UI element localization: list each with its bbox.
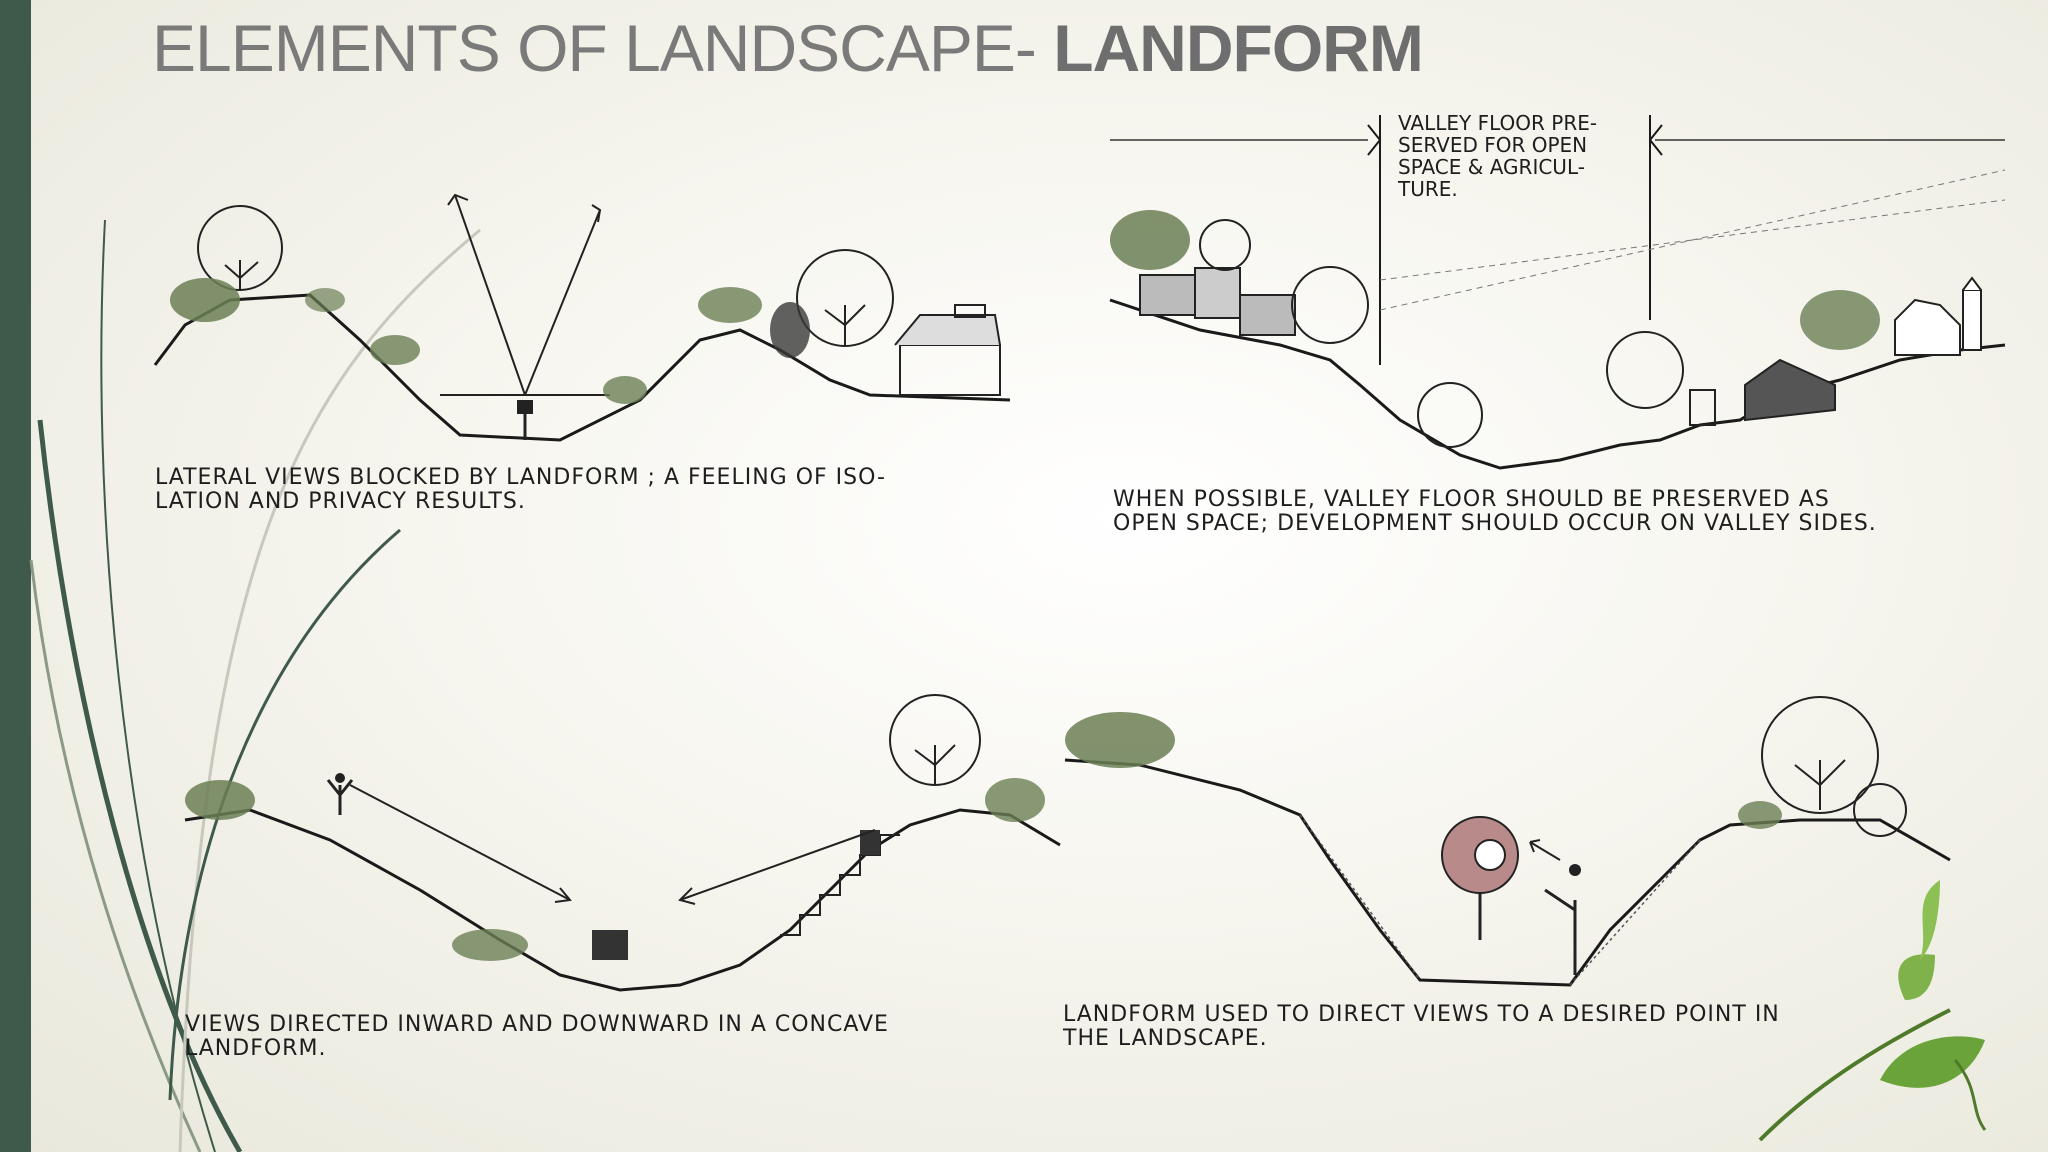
valley-label-line-3: SPACE & AGRICUL- bbox=[1398, 155, 1585, 179]
caption-top-right-line-2: OPEN SPACE; DEVELOPMENT SHOULD OCCUR ON … bbox=[1113, 511, 1877, 536]
caption-top-right: WHEN POSSIBLE, VALLEY FLOOR SHOULD BE PR… bbox=[1113, 488, 1877, 536]
caption-top-left-line-2: LATION AND PRIVACY RESULTS. bbox=[155, 489, 526, 514]
valley-label-line-2: SERVED FOR OPEN bbox=[1398, 133, 1588, 157]
title-emphasis: LANDFORM bbox=[1053, 11, 1424, 85]
valley-label-line-1: VALLEY FLOOR PRE- bbox=[1398, 111, 1598, 135]
caption-top-right-line-1: WHEN POSSIBLE, VALLEY FLOOR SHOULD BE PR… bbox=[1113, 487, 1830, 512]
sketch-top-right-illustration bbox=[1109, 115, 2006, 470]
caption-bottom-right: LANDFORM USED TO DIRECT VIEWS TO A DESIR… bbox=[1063, 1003, 1780, 1051]
title-prefix: ELEMENTS OF LANDSCAPE- bbox=[152, 11, 1054, 85]
sketch-top-left-illustration bbox=[153, 193, 1011, 442]
caption-top-left: LATERAL VIEWS BLOCKED BY LANDFORM ; A FE… bbox=[155, 466, 886, 514]
slide-title: ELEMENTS OF LANDSCAPE- LANDFORM bbox=[152, 10, 1424, 86]
caption-top-left-line-1: LATERAL VIEWS BLOCKED BY LANDFORM ; A FE… bbox=[155, 465, 886, 490]
side-accent-bar bbox=[0, 0, 31, 1152]
caption-bottom-right-line-2: THE LANDSCAPE. bbox=[1063, 1026, 1268, 1051]
caption-bottom-left-line-1: VIEWS DIRECTED INWARD AND DOWNWARD IN A … bbox=[185, 1012, 889, 1037]
caption-bottom-right-line-1: LANDFORM USED TO DIRECT VIEWS TO A DESIR… bbox=[1063, 1002, 1780, 1027]
valley-floor-label: VALLEY FLOOR PRE- SERVED FOR OPEN SPACE … bbox=[1398, 112, 1597, 200]
sketch-bottom-left-illustration bbox=[184, 694, 1061, 992]
caption-bottom-left: VIEWS DIRECTED INWARD AND DOWNWARD IN A … bbox=[185, 1013, 889, 1061]
caption-bottom-left-line-2: LANDFORM. bbox=[185, 1036, 327, 1061]
sketch-bottom-right-illustration bbox=[1064, 696, 1951, 987]
valley-label-line-4: TURE. bbox=[1398, 177, 1458, 201]
